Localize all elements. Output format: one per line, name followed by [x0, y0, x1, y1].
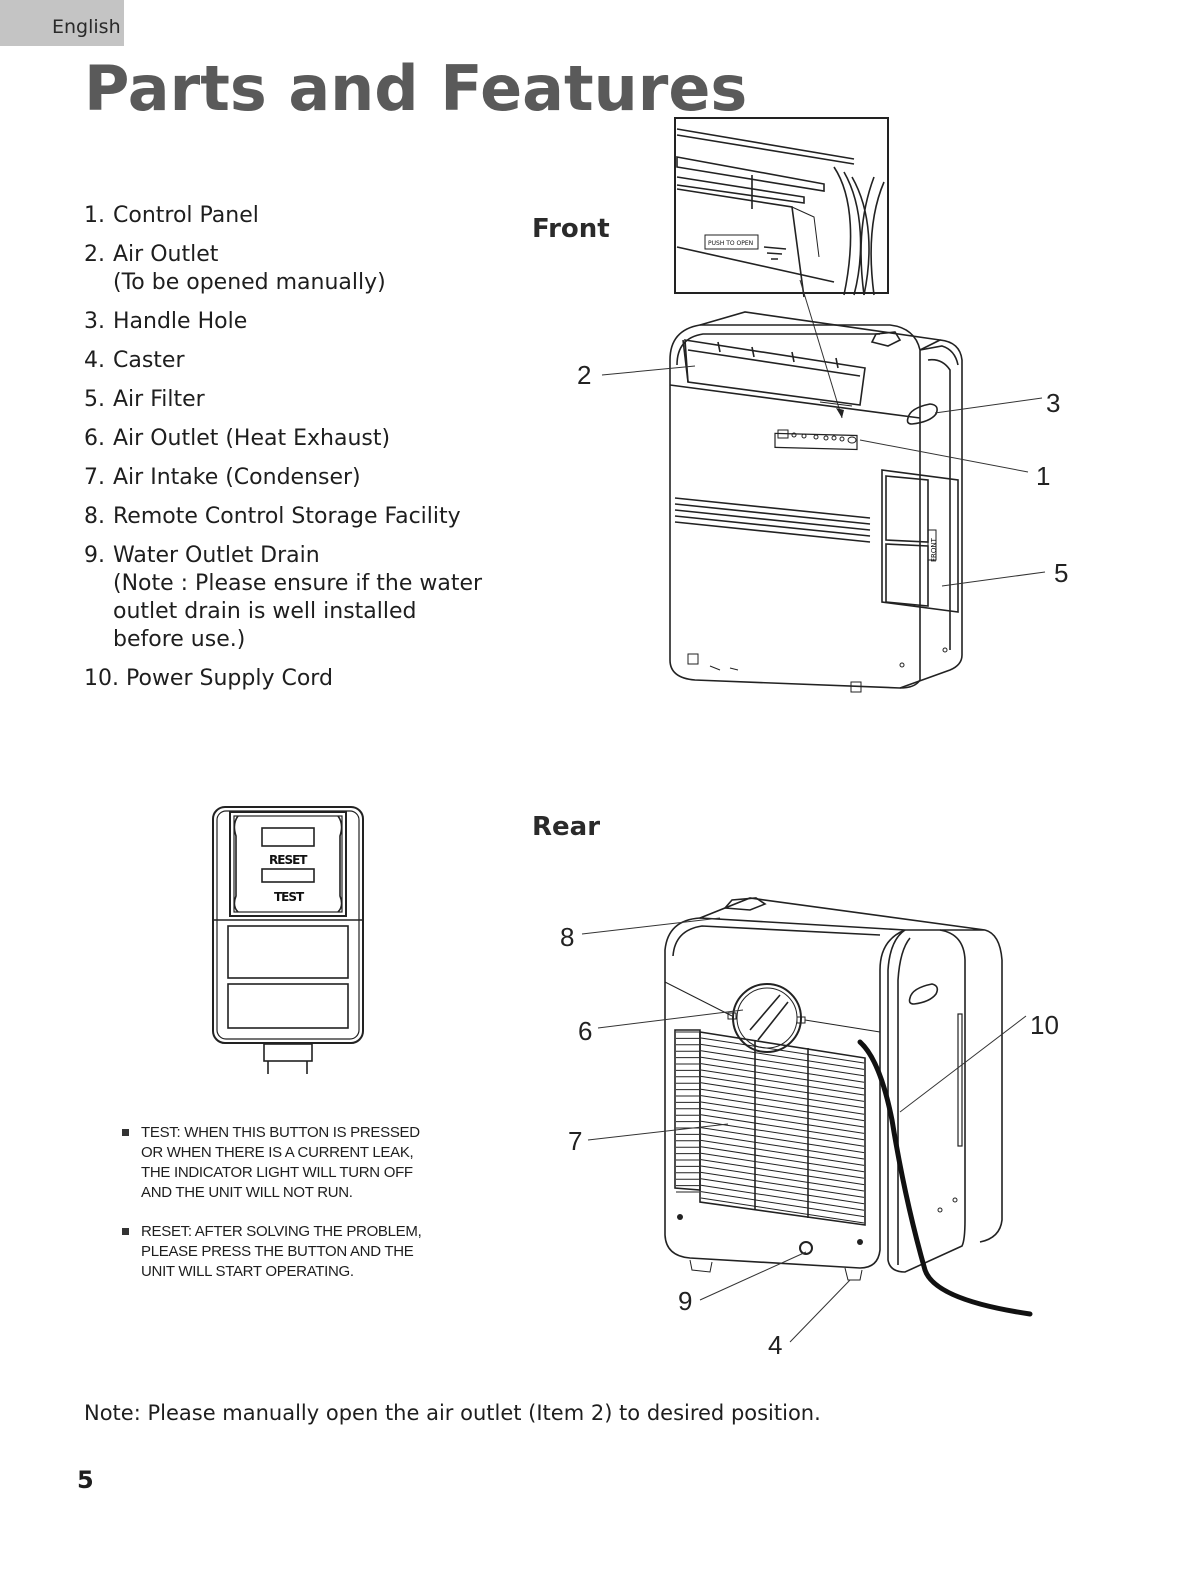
- front-unit-diagram: FRONT: [601, 279, 1046, 693]
- grille-slat: [700, 1063, 865, 1090]
- callout-6: 6: [578, 1016, 593, 1046]
- grille-slat: [700, 1127, 865, 1154]
- grille-slat: [700, 1043, 865, 1070]
- grille-slat: [700, 1120, 865, 1147]
- page-number: 5: [77, 1466, 94, 1494]
- item-number: 2.: [84, 242, 105, 267]
- note-test: TEST: WHEN THIS BUTTON IS PRESSED OR WHE…: [120, 1123, 450, 1203]
- item-number: 8.: [84, 504, 105, 529]
- item-number: 4.: [84, 348, 105, 373]
- callout-9: 9: [678, 1286, 693, 1316]
- grille-slat: [700, 1165, 865, 1192]
- callout-4: 4: [768, 1330, 783, 1360]
- grille-slat: [700, 1133, 865, 1160]
- item-text: Power Supply Cord: [126, 666, 333, 691]
- grille-slat: [700, 1088, 865, 1115]
- language-label: English: [52, 16, 121, 38]
- page-title: Parts and Features: [84, 52, 748, 125]
- item-text: Water Outlet Drain (Note : Please ensure…: [113, 543, 483, 652]
- item-number: 7.: [84, 465, 105, 490]
- grille-slat: [700, 1152, 865, 1179]
- parts-list-item: 3. Handle Hole: [84, 308, 484, 336]
- grille-slat: [700, 1159, 865, 1186]
- grille-slat: [700, 1107, 865, 1134]
- footer-note: Note: Please manually open the air outle…: [84, 1401, 821, 1425]
- item-number: 3.: [84, 309, 105, 334]
- callout-10: 10: [1030, 1010, 1059, 1040]
- parts-list-item: 10. Power Supply Cord: [84, 665, 484, 693]
- grille-slat: [700, 1101, 865, 1128]
- grille-slat: [700, 1082, 865, 1109]
- grille-slat: [700, 1050, 865, 1077]
- grille-slat: [700, 1095, 865, 1122]
- item-text: Air Outlet (Heat Exhaust): [113, 426, 391, 451]
- parts-list-item: 1. Control Panel: [84, 202, 484, 230]
- item-text: Air Outlet (To be opened manually): [113, 242, 386, 295]
- parts-list: 1. Control Panel 2. Air Outlet (To be open…: [84, 202, 484, 704]
- grille-slat: [700, 1191, 865, 1218]
- parts-list-item: 6. Air Outlet (Heat Exhaust): [84, 425, 484, 453]
- parts-list-item: 4. Caster: [84, 347, 484, 375]
- callout-5: 5: [1054, 558, 1069, 588]
- parts-list-item: 7. Air Intake (Condenser): [84, 464, 484, 492]
- grille-slat: [700, 1056, 865, 1083]
- rear-unit-diagram: [581, 897, 1033, 1343]
- bullet-icon: [122, 1228, 129, 1235]
- plug-notes: TEST: WHEN THIS BUTTON IS PRESSED OR WHE…: [120, 1123, 450, 1301]
- item-text: Air Filter: [113, 387, 205, 412]
- filter-front-label: FRONT: [930, 537, 938, 562]
- parts-list-item: 2. Air Outlet (To be opened manually): [84, 241, 484, 297]
- grille-slat: [700, 1069, 865, 1096]
- grille-slat: [700, 1184, 865, 1211]
- grille-slat: [700, 1197, 865, 1224]
- note-reset: RESET: AFTER SOLVING THE PROBLEM, PLEASE…: [120, 1222, 450, 1282]
- bullet-icon: [122, 1129, 129, 1136]
- grille-slat: [700, 1114, 865, 1141]
- item-number: 5.: [84, 387, 105, 412]
- air-outlet-inset: PUSH TO OPEN: [674, 117, 889, 298]
- callout-1: 1: [1036, 461, 1051, 491]
- grille-slat: [700, 1146, 865, 1173]
- item-text: Caster: [113, 348, 185, 373]
- grille-slat: [700, 1075, 865, 1102]
- item-text: Handle Hole: [113, 309, 248, 334]
- front-label: Front: [532, 214, 610, 244]
- item-number: 1.: [84, 203, 105, 228]
- push-to-open-label: PUSH TO OPEN: [708, 240, 753, 247]
- item-text: Remote Control Storage Facility: [113, 504, 461, 529]
- item-number: 6.: [84, 426, 105, 451]
- grille-slat: [700, 1037, 865, 1064]
- item-text: Air Intake (Condenser): [113, 465, 361, 490]
- language-tab: English: [0, 0, 124, 46]
- grille-slat: [700, 1178, 865, 1205]
- callout-2: 2: [577, 360, 592, 390]
- power-plug-diagram: RESET TEST: [212, 806, 364, 1074]
- parts-list-item: 8. Remote Control Storage Facility: [84, 503, 484, 531]
- callout-8: 8: [560, 922, 575, 952]
- rear-label: Rear: [532, 812, 601, 842]
- test-label: TEST: [274, 890, 305, 904]
- grille-slat: [700, 1171, 865, 1198]
- item-text: Control Panel: [113, 203, 259, 228]
- reset-label: RESET: [269, 853, 308, 867]
- item-number: 10.: [84, 666, 119, 691]
- parts-list-item: 5. Air Filter: [84, 386, 484, 414]
- parts-list-item: 9. Water Outlet Drain (Note : Please ensu…: [84, 542, 484, 654]
- item-number: 9.: [84, 543, 105, 568]
- callout-7: 7: [568, 1126, 583, 1156]
- callout-3: 3: [1046, 388, 1061, 418]
- grille-slat: [700, 1139, 865, 1166]
